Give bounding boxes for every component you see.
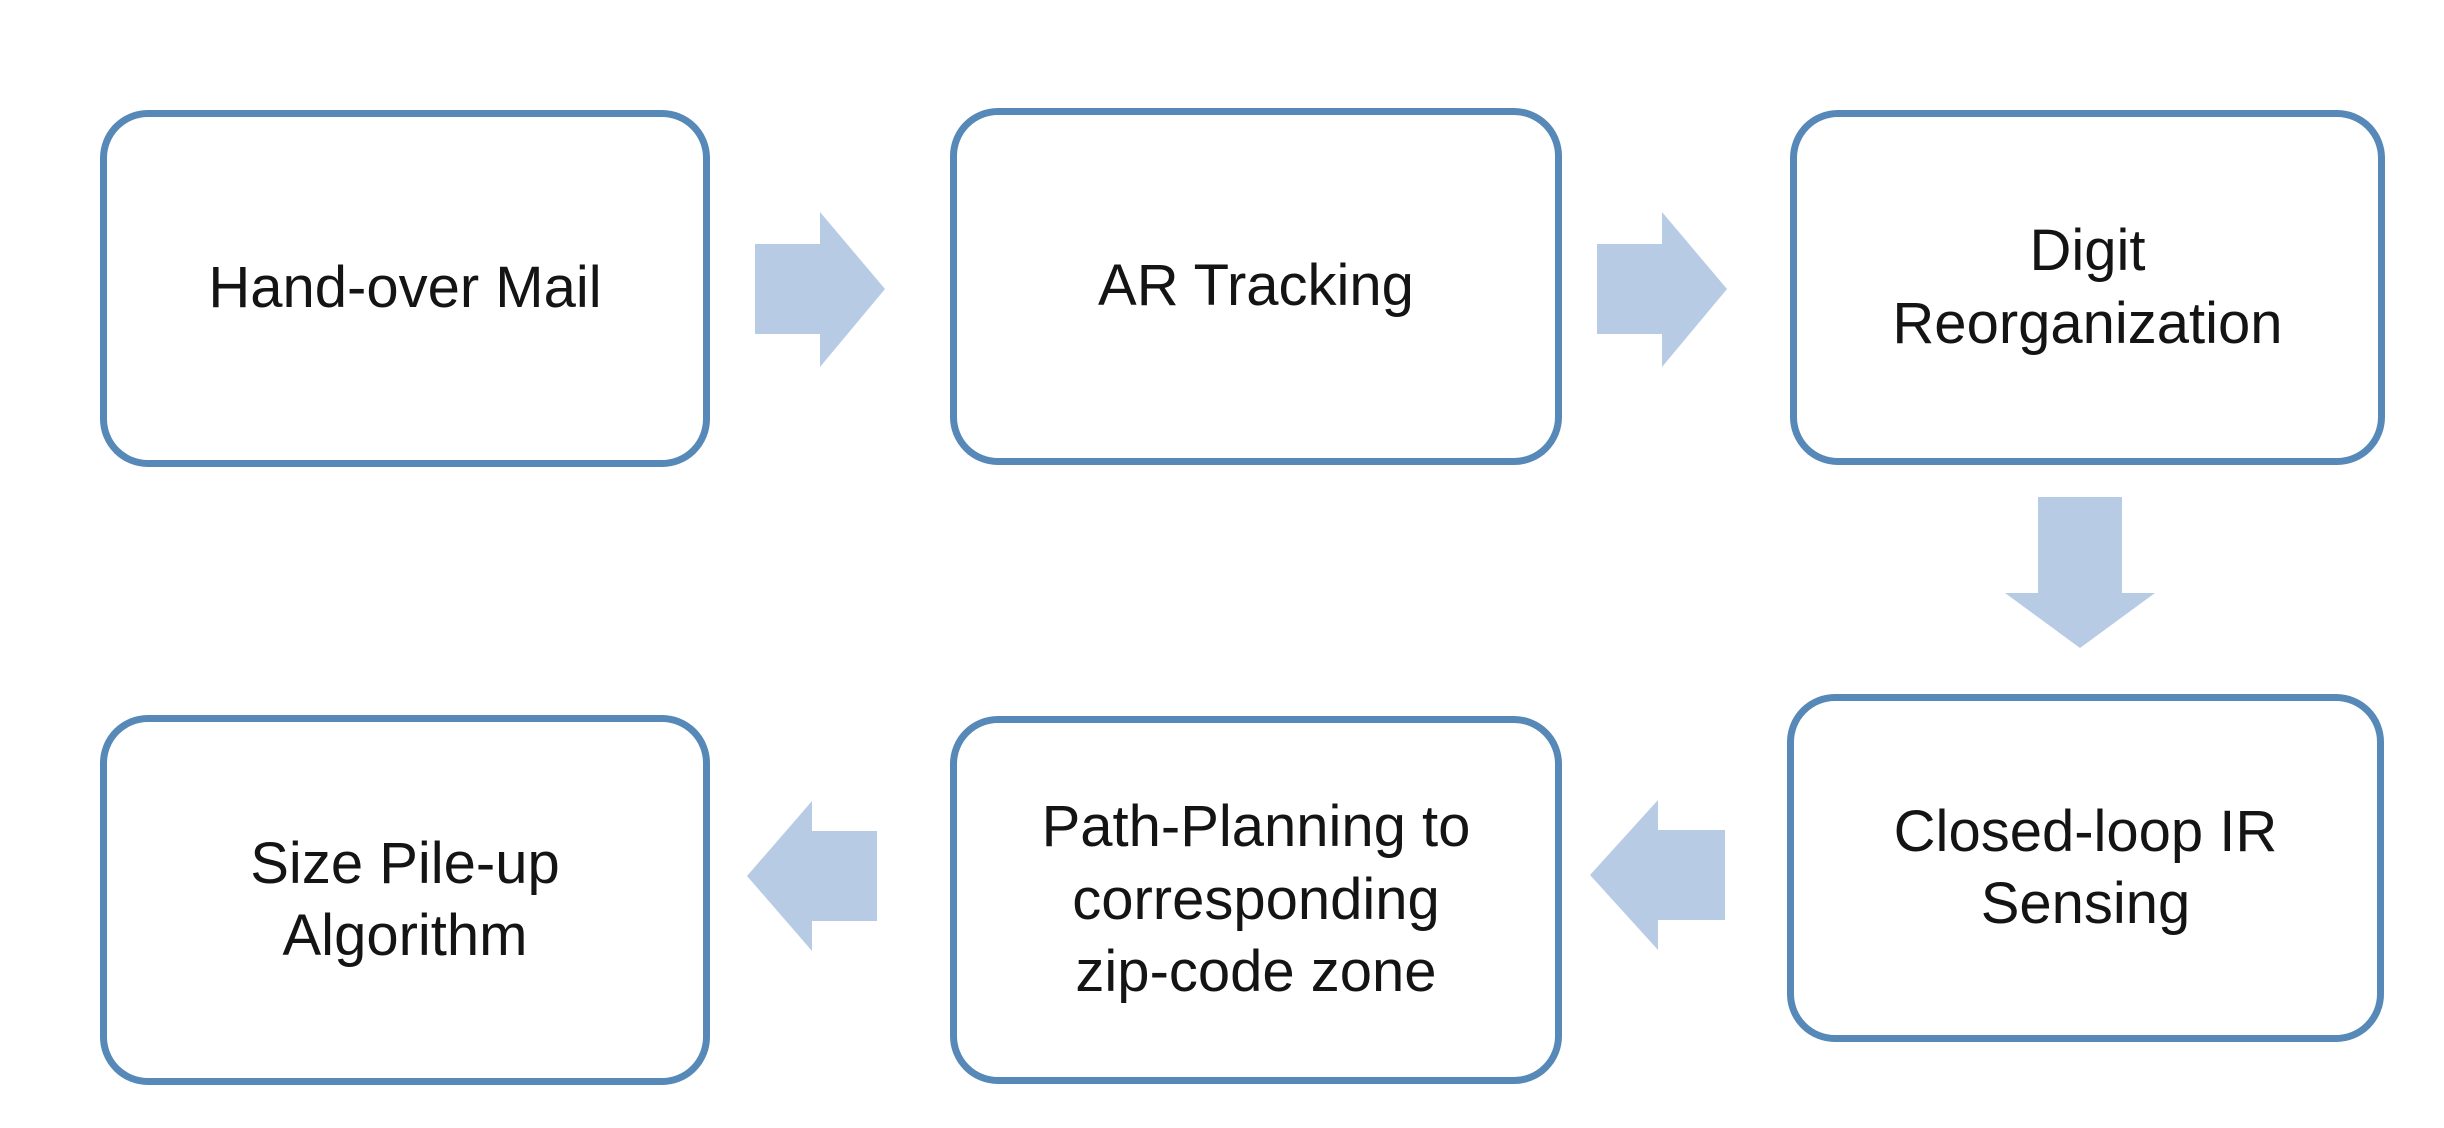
- node-digit-reorganization-label: Digit Reorganization: [1892, 218, 2283, 356]
- node-path-planning: Path-Planning to corresponding zip-code …: [950, 716, 1562, 1084]
- node-ar-tracking: AR Tracking: [950, 108, 1562, 465]
- node-path-planning-label: Path-Planning to corresponding zip-code …: [1041, 794, 1471, 1005]
- flow-arrow-down: [2005, 497, 2155, 648]
- node-ar-tracking-label: AR Tracking: [1098, 253, 1414, 319]
- right-arrow-icon: [755, 212, 885, 367]
- node-size-pile-up-algorithm-label: Size Pile-up Algorithm: [250, 830, 560, 969]
- flow-arrow-right-2: [1597, 212, 1727, 367]
- left-arrow-icon: [1590, 800, 1725, 950]
- right-arrow-icon: [1597, 212, 1727, 367]
- flow-arrow-left-1: [1590, 800, 1725, 950]
- node-closed-loop-ir-sensing: Closed-loop IR Sensing: [1787, 694, 2384, 1042]
- node-hand-over-mail-label: Hand-over Mail: [208, 255, 602, 321]
- node-closed-loop-ir-sensing-label: Closed-loop IR Sensing: [1893, 798, 2278, 937]
- node-hand-over-mail: Hand-over Mail: [100, 110, 710, 467]
- flow-arrow-right-1: [755, 212, 885, 367]
- flow-arrow-left-2: [747, 801, 877, 951]
- left-arrow-icon: [747, 801, 877, 951]
- node-size-pile-up-algorithm: Size Pile-up Algorithm: [100, 715, 710, 1085]
- node-digit-reorganization: Digit Reorganization: [1790, 110, 2385, 465]
- down-arrow-icon: [2005, 497, 2155, 648]
